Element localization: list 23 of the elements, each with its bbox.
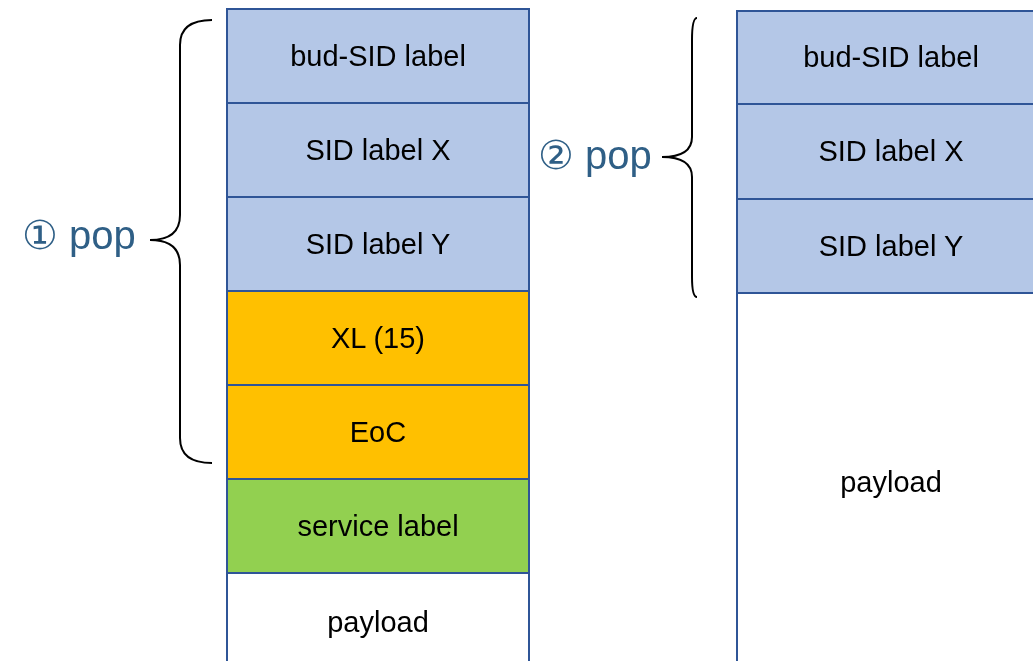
cell-text: EoC — [349, 415, 407, 449]
cell-text: bud-SID label — [290, 39, 466, 73]
label-cell — [226, 384, 530, 480]
payload-cell — [226, 572, 530, 661]
label-cell — [226, 8, 530, 104]
cell-text: service label — [297, 509, 459, 543]
cell-text: SID label X — [305, 133, 451, 167]
label-cell — [226, 478, 530, 574]
label-cell — [736, 10, 1033, 105]
cell-text: payload — [840, 465, 942, 499]
step-label: ① pop — [22, 212, 136, 258]
cell-text: payload — [327, 605, 429, 639]
cell-text: bud-SID label — [803, 41, 979, 74]
label-cell — [736, 103, 1033, 200]
cell-text: XL (15) — [331, 321, 425, 355]
cell-text: SID label X — [818, 135, 964, 168]
label-cell — [226, 290, 530, 386]
cell-text: SID label Y — [305, 227, 451, 261]
step-label: ② pop — [538, 132, 652, 178]
label-cell — [226, 196, 530, 292]
label-cell — [226, 102, 530, 198]
label-cell — [736, 198, 1033, 294]
cell-text: SID label Y — [818, 229, 964, 263]
